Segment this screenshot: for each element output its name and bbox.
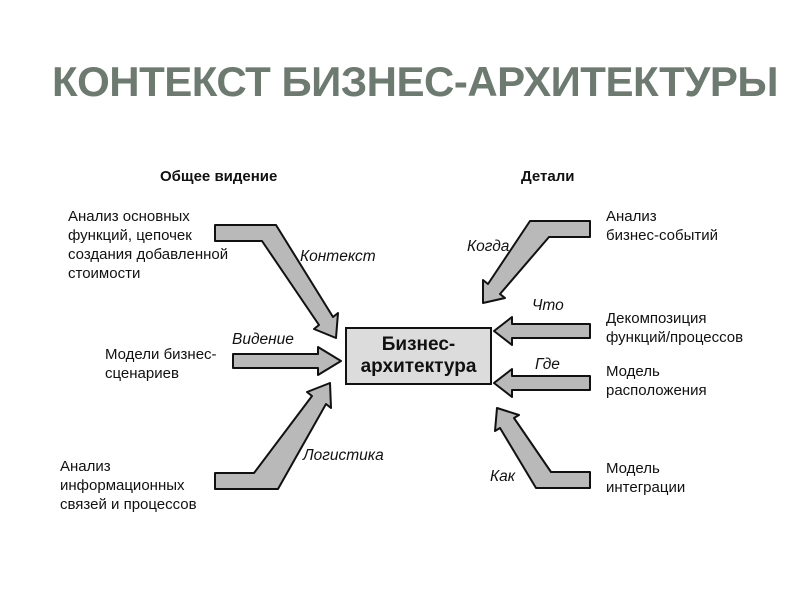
arrow-where-icon [493, 368, 591, 398]
arrow-label-context: Контекст [300, 248, 376, 265]
arrow-vision-icon [232, 346, 342, 376]
arrow-label-when: Когда [467, 238, 510, 255]
source-text-decomposition: Декомпозиция функций/процессов [606, 310, 744, 346]
source-text-location-model: Модель расположения [606, 363, 707, 399]
source-text-integration-model: Модель интеграции [606, 460, 686, 496]
arrow-what-icon [493, 316, 591, 346]
slide-title: КОНТЕКСТ БИЗНЕС-АРХИТЕКТУРЫ [52, 58, 779, 105]
arrow-logistics-icon [214, 382, 332, 490]
arrow-context-icon [214, 224, 339, 339]
column-header-general-vision: Общее видение [160, 168, 278, 185]
arrow-how-icon [494, 407, 591, 489]
arrow-label-logistics: Логистика [303, 447, 384, 464]
source-text-business-scenarios: Модели бизнес- сценариев [105, 346, 217, 382]
arrow-label-vision: Видение [232, 331, 294, 348]
arrow-label-what: Что [532, 297, 564, 314]
source-text-information-links: Анализ информационных связей и процессов [60, 458, 197, 513]
center-box-business-architecture: Бизнес- архитектура [345, 327, 492, 385]
source-text-business-events: Анализ бизнес-событий [606, 208, 718, 244]
arrow-label-where: Где [535, 356, 560, 373]
column-header-details: Детали [521, 168, 575, 185]
arrow-when-icon [482, 220, 591, 304]
arrow-label-how: Как [490, 468, 516, 485]
source-text-functions-analysis: Анализ основных функций, цепочек создани… [68, 208, 229, 282]
